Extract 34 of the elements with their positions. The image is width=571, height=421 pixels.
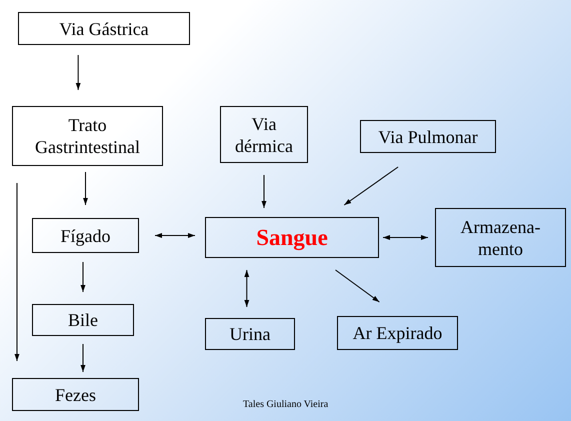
arrow xyxy=(244,270,250,308)
process-box xyxy=(220,106,308,163)
node-label: Via Gástrica xyxy=(59,18,149,40)
arrow xyxy=(80,344,86,372)
node-label: Via Pulmonar xyxy=(378,126,478,148)
arrow xyxy=(344,166,399,206)
process-box xyxy=(32,304,134,336)
node-label: Fígado xyxy=(60,224,110,246)
arrow xyxy=(83,172,88,206)
node-label: Urina xyxy=(230,323,270,345)
author-credit: Tales Giuliano Vieira xyxy=(243,399,328,410)
arrow xyxy=(154,233,196,238)
arrow xyxy=(76,54,81,90)
node-label: Via dérmica xyxy=(234,112,294,156)
process-box xyxy=(205,318,295,350)
arrow xyxy=(14,182,20,362)
arrow xyxy=(335,270,380,302)
process-box xyxy=(205,217,379,258)
node-label: Fezes xyxy=(55,384,96,406)
node-label: Bile xyxy=(68,309,98,331)
node-label: Ar Expirado xyxy=(352,322,442,344)
process-box xyxy=(18,12,190,45)
arrow xyxy=(382,235,428,240)
process-box xyxy=(12,106,163,166)
arrow xyxy=(80,262,86,292)
process-box xyxy=(337,316,458,350)
node-label: Armazena-mento xyxy=(460,216,542,260)
arrow xyxy=(262,174,266,208)
process-box xyxy=(12,378,139,411)
process-box xyxy=(360,120,496,153)
node-label: Trato Gastrintestinal xyxy=(34,114,141,158)
process-box xyxy=(32,218,139,253)
node-label: Sangue xyxy=(256,226,328,248)
process-box xyxy=(435,208,566,267)
